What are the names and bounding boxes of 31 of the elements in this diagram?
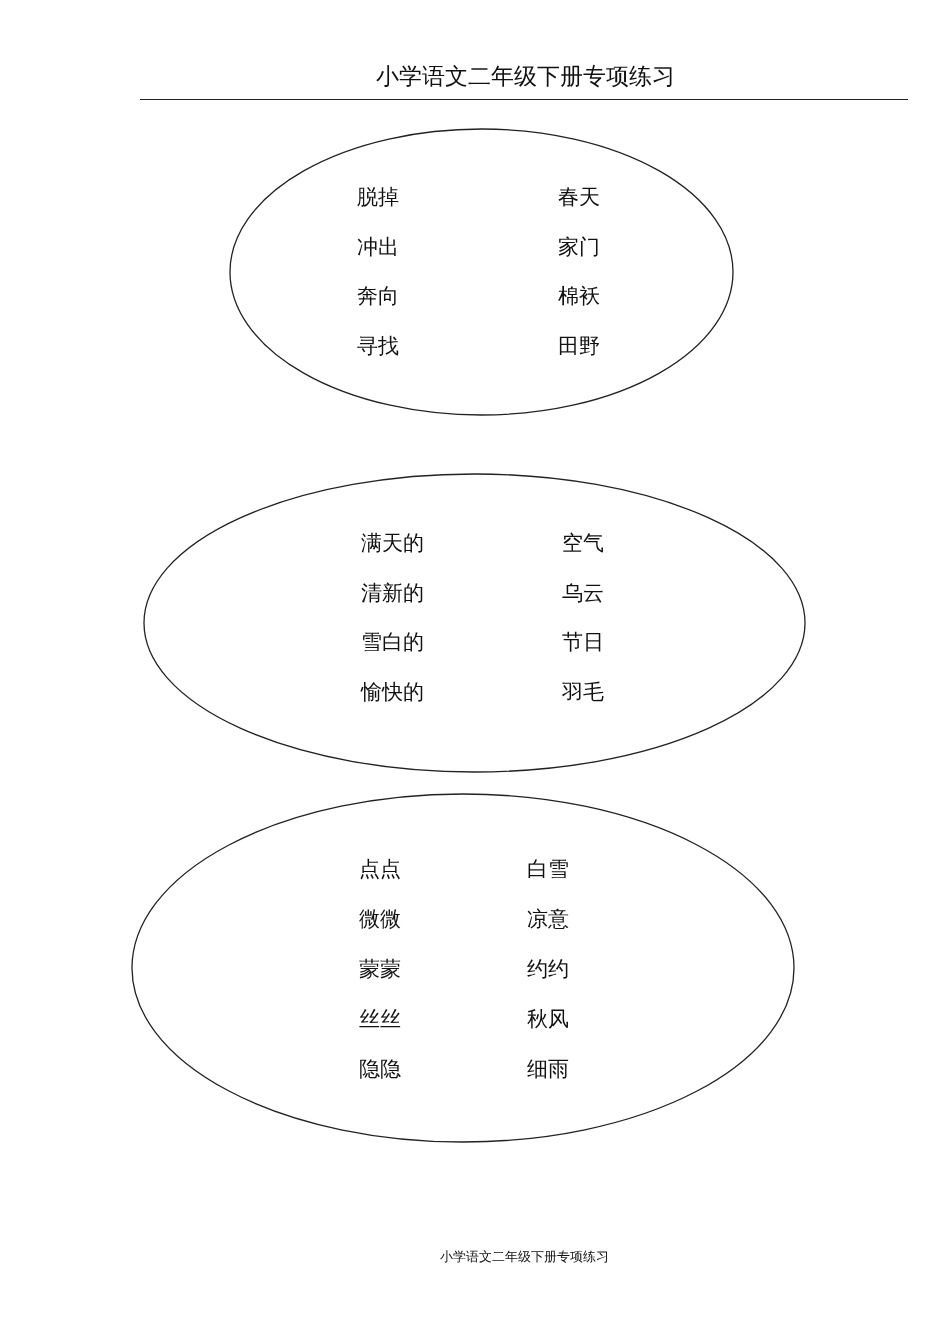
word: 田野 bbox=[558, 334, 600, 359]
word: 微微 bbox=[359, 907, 401, 931]
page-header: 小学语文二年级下册专项练习 bbox=[374, 63, 676, 91]
oval-outline bbox=[229, 128, 734, 416]
word: 约约 bbox=[527, 957, 569, 981]
word: 羽毛 bbox=[562, 680, 604, 705]
word: 愉快的 bbox=[361, 680, 424, 705]
word: 丝丝 bbox=[359, 1007, 401, 1031]
word: 秋风 bbox=[527, 1007, 569, 1031]
word: 满天的 bbox=[361, 531, 424, 555]
word: 点点 bbox=[359, 857, 401, 881]
page-footer: 小学语文二年级下册专项练习 bbox=[0, 1248, 950, 1266]
word: 细雨 bbox=[527, 1057, 569, 1081]
oval-outline bbox=[131, 793, 795, 1143]
word: 家门 bbox=[558, 234, 600, 259]
word: 脱掉 bbox=[357, 185, 399, 209]
word: 空气 bbox=[562, 531, 604, 555]
word: 寻找 bbox=[357, 334, 399, 359]
word: 雪白的 bbox=[361, 630, 424, 655]
word: 隐隐 bbox=[359, 1057, 401, 1081]
word: 蒙蒙 bbox=[359, 957, 401, 981]
word: 棉袄 bbox=[558, 284, 600, 309]
word: 凉意 bbox=[527, 907, 569, 931]
word: 清新的 bbox=[361, 580, 424, 605]
oval-outline bbox=[143, 473, 806, 773]
word: 冲出 bbox=[357, 234, 399, 259]
word: 春天 bbox=[558, 185, 600, 209]
word: 奔向 bbox=[357, 284, 399, 309]
word: 白雪 bbox=[527, 857, 569, 881]
word: 节日 bbox=[562, 630, 604, 655]
word: 乌云 bbox=[562, 580, 604, 605]
